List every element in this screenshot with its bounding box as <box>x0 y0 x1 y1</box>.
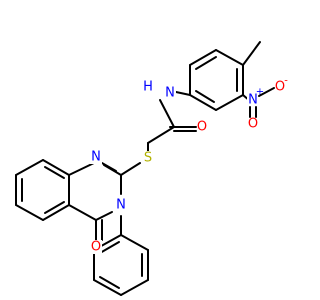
bond <box>215 94 244 111</box>
bond <box>147 126 175 144</box>
nitro-minus-charge: - <box>284 76 288 87</box>
bond <box>189 49 217 66</box>
bond <box>101 162 117 172</box>
structure-canvas: H N O S N N O N + O O - <box>15 41 288 296</box>
bond <box>159 99 175 128</box>
bond <box>42 159 70 176</box>
bond <box>44 166 65 179</box>
bond <box>120 162 141 176</box>
quinazoline-n1-label: N <box>91 150 101 165</box>
bond <box>95 211 113 221</box>
bond <box>120 234 149 251</box>
bond <box>195 56 217 70</box>
thioether-s-label: S <box>144 151 152 166</box>
amide-h-label: H <box>143 80 153 95</box>
nitro-o-top-label: O <box>275 80 285 95</box>
molecule-diagram: H N O S N N O N + O O - <box>15 41 288 296</box>
bond <box>175 91 191 96</box>
nitro-bond-layer <box>173 87 275 132</box>
bond <box>15 204 44 221</box>
bond <box>15 159 44 176</box>
nitro-n-label: N <box>248 93 258 108</box>
bond <box>93 279 122 296</box>
bond <box>120 279 149 296</box>
bond <box>99 276 120 289</box>
bond <box>215 49 244 66</box>
bond <box>68 162 95 176</box>
bond <box>99 241 120 254</box>
bond-layer <box>15 41 261 296</box>
amide-o-label: O <box>197 120 207 135</box>
nitro-plus-charge: + <box>256 87 264 98</box>
bond <box>195 90 215 103</box>
amide-n-label: N <box>165 86 175 101</box>
bond <box>189 94 217 111</box>
atom-label-layer: H N O S N N O N + O O - <box>90 76 288 255</box>
bond <box>44 201 65 214</box>
bond <box>68 204 97 221</box>
bond <box>242 41 261 66</box>
bond <box>42 204 70 221</box>
bond <box>258 87 275 97</box>
quinazoline-n3-label: N <box>116 198 126 213</box>
nitro-o-minus-label: O <box>248 117 258 132</box>
carbonyl-o-label: O <box>91 240 101 255</box>
